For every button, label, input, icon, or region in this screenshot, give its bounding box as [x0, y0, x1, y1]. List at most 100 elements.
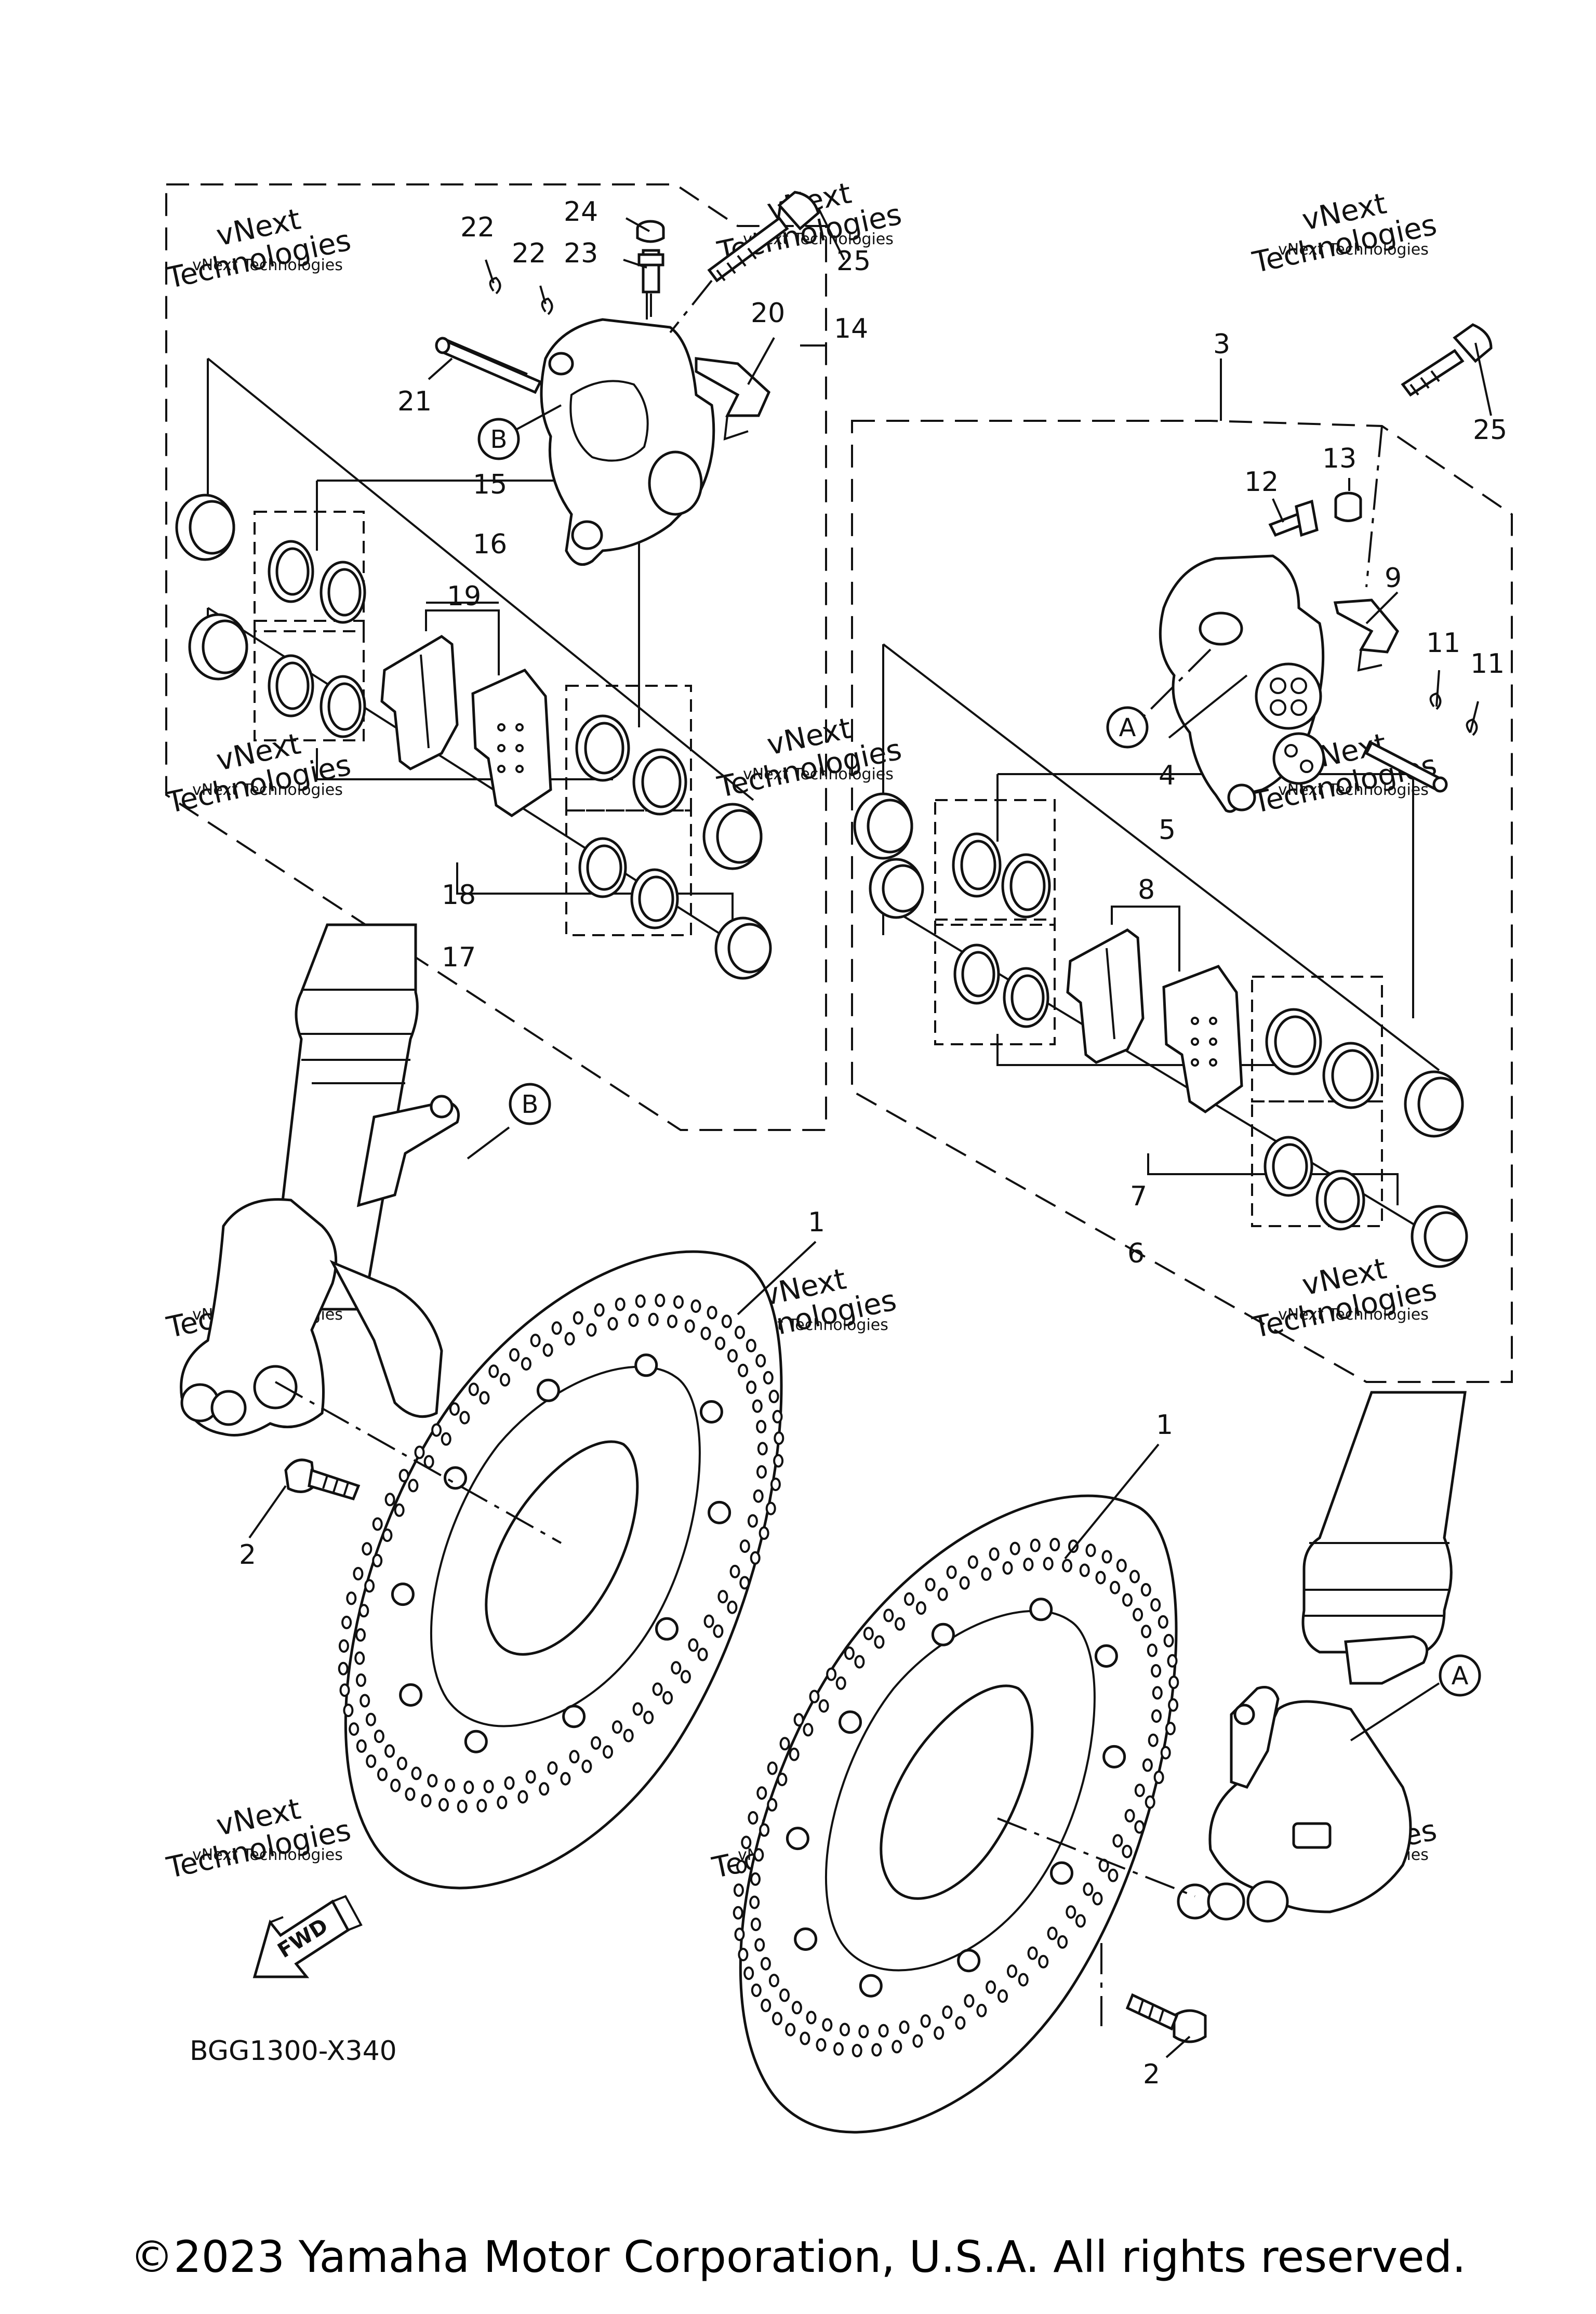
left-caliper-bolt [707, 191, 820, 283]
disc-drill-hole [343, 1704, 354, 1718]
disc-drill-hole [967, 1555, 978, 1569]
disc-drill-hole [1150, 1598, 1161, 1612]
disc-drill-hole [356, 1739, 367, 1753]
disc-drill-hole [779, 1737, 790, 1751]
disc-drill-hole [753, 1489, 764, 1503]
disc-drill-hole [750, 1872, 761, 1886]
disc-drill-hole [479, 1391, 490, 1405]
disc-drill-hole [339, 1683, 350, 1697]
disc-drill-hole [1145, 1795, 1155, 1809]
callout-13: 13 [1322, 443, 1356, 474]
disc-drill-hole [1101, 1550, 1112, 1564]
disc-floating-button [931, 1623, 955, 1646]
callout-labels: 22 22 24 23 25 20 14 21 15 16 19 18 17 3… [239, 196, 1507, 2090]
ref-marker-a-fork: A [1439, 1654, 1481, 1697]
disc-drill-hole [1133, 1607, 1143, 1621]
disc-drill-hole [539, 1782, 550, 1796]
disc-drill-hole [1047, 1926, 1058, 1940]
disc-drill-hole [874, 1635, 885, 1649]
callout-21: 21 [397, 386, 432, 417]
disc-drill-hole [643, 1710, 654, 1724]
watermark-large: vNextTechnologies [1243, 177, 1440, 280]
disc-drill-hole [806, 2011, 817, 2025]
disc-drill-hole [441, 1432, 451, 1446]
disc-drill-hole [1160, 1746, 1171, 1760]
disc-drill-hole [757, 1442, 768, 1456]
disc-drill-hole [338, 1639, 349, 1653]
disc-drill-hole [964, 1994, 975, 2008]
disc-drill-hole [346, 1591, 357, 1605]
watermark-large: vNextTechnologies [1243, 1242, 1440, 1345]
disc-drill-hole [895, 1617, 905, 1631]
disc-drill-hole [504, 1776, 515, 1790]
disc-floating-button [786, 1827, 809, 1851]
disc-drill-hole [594, 1303, 605, 1317]
left-bleeder-screw [637, 249, 664, 317]
disc-drill-hole [1165, 1722, 1176, 1736]
disc-drill-hole [800, 2031, 810, 2045]
callout-5: 5 [1159, 815, 1176, 846]
disc-drill-hole [457, 1800, 468, 1813]
callout-11b: 11 [1470, 648, 1505, 680]
right-brake-pads [1066, 906, 1243, 1114]
disc-drill-hole [920, 2014, 931, 2028]
left-pistons [175, 494, 772, 980]
disc-drill-hole [615, 1297, 626, 1311]
disc-drill-hole [1141, 1625, 1152, 1639]
disc-drill-hole [688, 1638, 699, 1652]
disc-drill-hole [463, 1780, 474, 1794]
disc-drill-hole [826, 1667, 837, 1681]
right-seal-groups [934, 799, 1383, 1231]
disc-drill-hole [912, 2034, 923, 2048]
disc-drill-hole [673, 1295, 684, 1309]
disc-drill-hole [1129, 1570, 1140, 1584]
disc-drill-hole [468, 1382, 479, 1397]
disc-floating-button [699, 1400, 723, 1424]
disc-drill-hole [743, 1966, 754, 1980]
disc-drill-hole [789, 1747, 800, 1761]
disc-drill-hole [366, 1754, 377, 1768]
disc-drill-hole [1049, 1538, 1060, 1551]
left-seal-groups [254, 511, 692, 936]
disc-drill-hole [777, 1773, 788, 1787]
disc-drill-hole [628, 1313, 639, 1327]
disc-drill-hole [542, 1343, 553, 1357]
disc-floating-button [1050, 1861, 1073, 1885]
disc-drill-hole [858, 2025, 869, 2039]
disc-drill-hole [863, 1627, 874, 1641]
disc-drill-hole [871, 2043, 882, 2057]
disc-drill-hole [690, 1299, 701, 1313]
disc-drill-hole [746, 1339, 756, 1352]
disc-drill-hole [497, 1796, 508, 1810]
watermark-large: vNextTechnologies [708, 702, 905, 804]
disc-drill-hole [746, 1380, 757, 1394]
disc-drill-hole [648, 1312, 659, 1326]
ref-marker-b-fork: B [509, 1083, 551, 1125]
disc-drill-hole [1122, 1593, 1133, 1607]
left-pad-spring [695, 357, 771, 441]
disc-drill-hole [431, 1423, 442, 1437]
disc-drill-hole [1158, 1615, 1168, 1629]
disc-drill-hole [377, 1767, 388, 1781]
disc-drill-hole [852, 2044, 862, 2057]
disc-drill-hole [754, 1938, 765, 1952]
disc-drill-hole [1083, 1882, 1094, 1896]
disc-drill-hole [844, 1646, 855, 1660]
disc-drill-hole [739, 1539, 750, 1553]
disc-drill-hole [684, 1319, 695, 1333]
disc-bolt-left [284, 1458, 361, 1501]
disc-drill-hole [840, 2023, 850, 2037]
disc-drill-hole [738, 1363, 749, 1377]
disc-drill-hole [421, 1793, 432, 1807]
disc-floating-button [1094, 1644, 1118, 1668]
disc-drill-hole [427, 1774, 438, 1788]
disc-drill-hole [739, 1576, 750, 1590]
disc-drill-hole [767, 1798, 778, 1812]
disc-drill-hole [1140, 1583, 1151, 1597]
disc-floating-button [794, 1927, 818, 1951]
disc-drill-hole [438, 1798, 449, 1812]
disc-drill-hole [1062, 1559, 1072, 1573]
callout-1b: 1 [1156, 1409, 1173, 1441]
callout-12: 12 [1244, 467, 1279, 498]
